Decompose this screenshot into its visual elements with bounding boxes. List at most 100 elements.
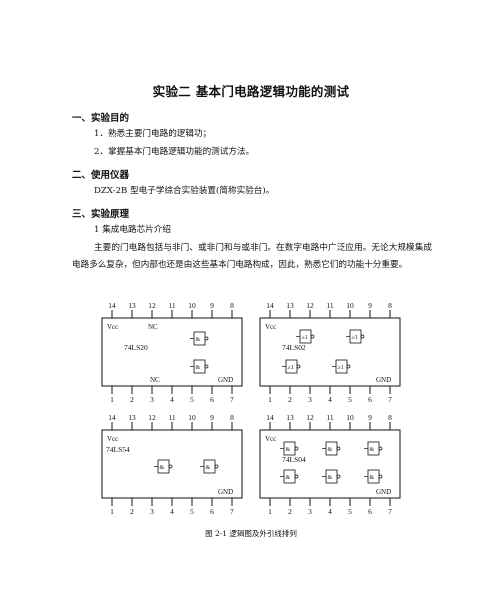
top-pin-number: 12 xyxy=(148,413,156,422)
gate-bubble-3 xyxy=(346,364,351,369)
vcc-label: Vcc xyxy=(107,323,118,331)
top-pin-number: 12 xyxy=(148,301,156,310)
top-pin-number: 13 xyxy=(286,301,294,310)
gate-symbol-3: & xyxy=(286,475,291,481)
chip-grid: 1411321231141059687VccGND74LS20&&NCNC141… xyxy=(101,301,401,516)
chip-name: 74LS02 xyxy=(282,343,306,352)
top-pin-number: 13 xyxy=(286,413,294,422)
gate-symbol-0: & xyxy=(286,447,291,453)
gnd-label: GND xyxy=(376,376,391,384)
gate-bubble-1 xyxy=(204,364,209,369)
top-pin-number: 12 xyxy=(306,413,314,422)
top-pin-number: 14 xyxy=(108,301,116,310)
bottom-pin-number: 3 xyxy=(150,395,154,404)
top-pin-number: 9 xyxy=(210,413,214,422)
gate-bubble-1 xyxy=(214,464,219,469)
gate-symbol-3: ≥1 xyxy=(338,365,344,371)
chip-body xyxy=(101,317,243,387)
section-heading-purpose: 一、实验目的 xyxy=(72,113,130,124)
gate-symbol-2: & xyxy=(370,447,375,453)
bottom-pin-number: 1 xyxy=(110,507,114,516)
bottom-pin-number: 2 xyxy=(130,395,134,404)
top-pin-number: 8 xyxy=(230,413,234,422)
bottom-pin-number: 1 xyxy=(268,395,272,404)
gate-bubble-0 xyxy=(168,464,173,469)
gate-symbol-1: & xyxy=(328,447,333,453)
gate-symbol-2: ≥1 xyxy=(288,365,294,371)
bottom-pin-number: 2 xyxy=(130,507,134,516)
bottom-pin-number: 5 xyxy=(190,395,194,404)
bottom-pin-number: 3 xyxy=(308,507,312,516)
top-pin-number: 10 xyxy=(346,413,354,422)
top-pin-number: 11 xyxy=(168,413,175,422)
bottom-pin-number: 2 xyxy=(288,507,292,516)
bottom-pin-number: 2 xyxy=(288,395,292,404)
chip-name: 74LS04 xyxy=(282,455,306,464)
bottom-pin-number: 5 xyxy=(348,507,352,516)
bottom-pin-number: 1 xyxy=(110,395,114,404)
bottom-pin-number: 4 xyxy=(170,507,174,516)
vcc-label: Vcc xyxy=(107,435,118,443)
section-heading-instruments: 二、使用仪器 xyxy=(72,170,130,181)
gate-bubble-4 xyxy=(336,474,341,479)
gate-bubble-3 xyxy=(294,474,299,479)
gate-bubble-2 xyxy=(378,446,383,451)
gate-symbol-0: ≥1 xyxy=(352,335,358,341)
bottom-pin-number: 4 xyxy=(170,395,174,404)
bottom-pin-number: 1 xyxy=(268,507,272,516)
top-pin-number: 8 xyxy=(388,301,392,310)
top-pin-number: 13 xyxy=(128,413,136,422)
bottom-pin-number: 4 xyxy=(328,507,332,516)
top-pin-number: 11 xyxy=(326,301,333,310)
chip-body xyxy=(259,317,401,387)
top-pin-number: 14 xyxy=(266,301,274,310)
gate-symbol-5: & xyxy=(370,475,375,481)
top-pin-number: 8 xyxy=(388,413,392,422)
bottom-pin-number: 7 xyxy=(388,507,392,516)
bottom-pin-number: 7 xyxy=(388,395,392,404)
chip-name: 74LS20 xyxy=(124,343,148,352)
top-pin-number: 11 xyxy=(326,413,333,422)
chip-body xyxy=(101,429,243,499)
purpose-item-1: 1．熟悉主要门电路的逻辑功； xyxy=(94,129,212,139)
page-title: 实验二 基本门电路逻辑功能的测试 xyxy=(152,84,350,99)
gate-symbol-0: & xyxy=(196,337,201,343)
top-pin-number: 8 xyxy=(230,301,234,310)
nc-label-top: NC xyxy=(148,323,158,331)
top-pin-number: 9 xyxy=(210,301,214,310)
bottom-pin-number: 6 xyxy=(368,395,372,404)
top-pin-number: 9 xyxy=(368,301,372,310)
gate-bubble-0 xyxy=(360,334,365,339)
figure-caption: 图 2-1 逻辑图及外引线排列 xyxy=(205,529,297,538)
top-pin-number: 10 xyxy=(188,413,196,422)
top-pin-number: 10 xyxy=(188,301,196,310)
gate-symbol-4: & xyxy=(328,475,333,481)
vcc-label: Vcc xyxy=(265,435,276,443)
gate-symbol-1: & xyxy=(206,465,211,471)
bottom-pin-number: 5 xyxy=(348,395,352,404)
purpose-item-2: 2．掌握基本门电路逻辑功能的测试方法。 xyxy=(94,147,255,157)
principle-subheading: 1 集成电路芯片介绍 xyxy=(94,225,171,235)
gnd-label: GND xyxy=(376,488,391,496)
gate-symbol-0: & xyxy=(160,465,165,471)
top-pin-number: 12 xyxy=(306,301,314,310)
top-pin-number: 9 xyxy=(368,413,372,422)
gate-bubble-0 xyxy=(204,336,209,341)
instruments-text: DZX-2B 型电子学综合实验装置(简称实验台)。 xyxy=(94,186,275,196)
nc-label-bottom: NC xyxy=(150,376,160,384)
bottom-pin-number: 6 xyxy=(368,507,372,516)
bottom-pin-number: 3 xyxy=(308,395,312,404)
gate-bubble-1 xyxy=(336,446,341,451)
chip-name: 74LS54 xyxy=(106,445,130,454)
gate-bubble-5 xyxy=(378,474,383,479)
top-pin-number: 10 xyxy=(346,301,354,310)
gate-bubble-1 xyxy=(310,334,315,339)
principle-paragraph: 主要的门电路包括与非门、或非门和与或非门。在数字电路中广泛应用。无论大规模集成电… xyxy=(72,243,432,270)
top-pin-number: 11 xyxy=(168,301,175,310)
gate-bubble-0 xyxy=(294,446,299,451)
bottom-pin-number: 5 xyxy=(190,507,194,516)
